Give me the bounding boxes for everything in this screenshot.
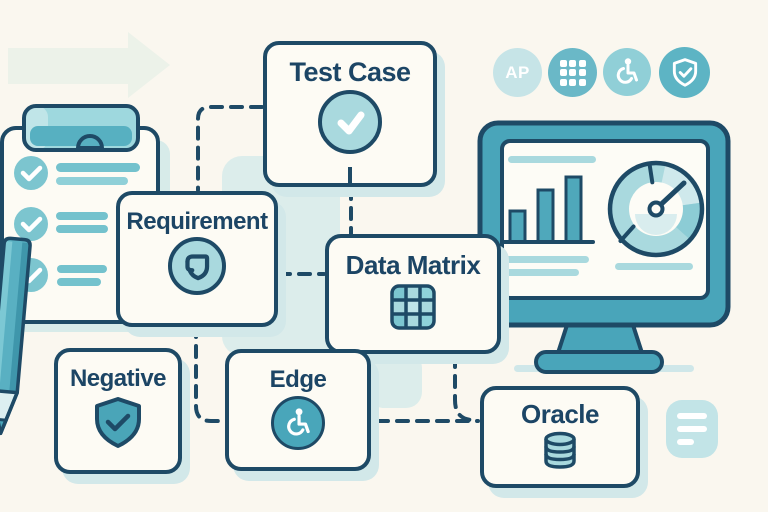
database-icon bbox=[540, 430, 580, 477]
box-title: Negative bbox=[69, 365, 167, 392]
connector-requirement-edge bbox=[194, 324, 226, 423]
box-title: Test Case bbox=[289, 57, 411, 87]
shield-check-badge bbox=[659, 47, 710, 98]
shield-mark-circle-icon bbox=[168, 237, 226, 295]
flow-box-data-matrix: Data Matrix bbox=[325, 234, 501, 354]
flow-box-requirement: Requirement bbox=[116, 191, 278, 327]
bar-chart bbox=[502, 175, 595, 244]
connector-testcase-requirement bbox=[196, 105, 264, 192]
box-title: Edge bbox=[269, 366, 327, 393]
faint-right-arrow bbox=[8, 32, 170, 98]
accessibility-badge bbox=[603, 48, 651, 96]
connector-stub bbox=[348, 167, 352, 185]
box-title: Oracle bbox=[521, 399, 599, 429]
shield-checkmark-icon bbox=[94, 396, 142, 455]
flow-box-oracle: Oracle bbox=[480, 386, 640, 488]
notes-card-icon bbox=[666, 400, 718, 458]
flow-box-test-case: Test Case bbox=[263, 41, 437, 187]
shield-check-icon bbox=[672, 57, 697, 87]
gauge bbox=[607, 160, 705, 258]
pale-patch bbox=[368, 352, 422, 408]
checkmark-circle-icon bbox=[318, 90, 382, 154]
connectors bbox=[194, 105, 480, 423]
grid-badge bbox=[548, 48, 597, 97]
flow-box-edge: Edge bbox=[225, 349, 371, 471]
connector-datamatrix-drop bbox=[453, 354, 474, 422]
grid-3x3-icon bbox=[389, 283, 437, 336]
ap-badge-label: AP bbox=[505, 62, 530, 82]
box-title: Requirement bbox=[126, 208, 268, 235]
clipboard-clip bbox=[22, 104, 140, 152]
box-title: Data Matrix bbox=[345, 250, 481, 280]
ap-badge: AP bbox=[493, 48, 542, 97]
wheelchair-icon bbox=[616, 58, 638, 84]
pencil bbox=[0, 236, 32, 436]
grid-3x3-icon bbox=[559, 59, 586, 86]
flow-box-negative: Negative bbox=[54, 348, 182, 474]
monitor bbox=[477, 120, 731, 374]
wheelchair-circle-icon bbox=[271, 396, 325, 450]
